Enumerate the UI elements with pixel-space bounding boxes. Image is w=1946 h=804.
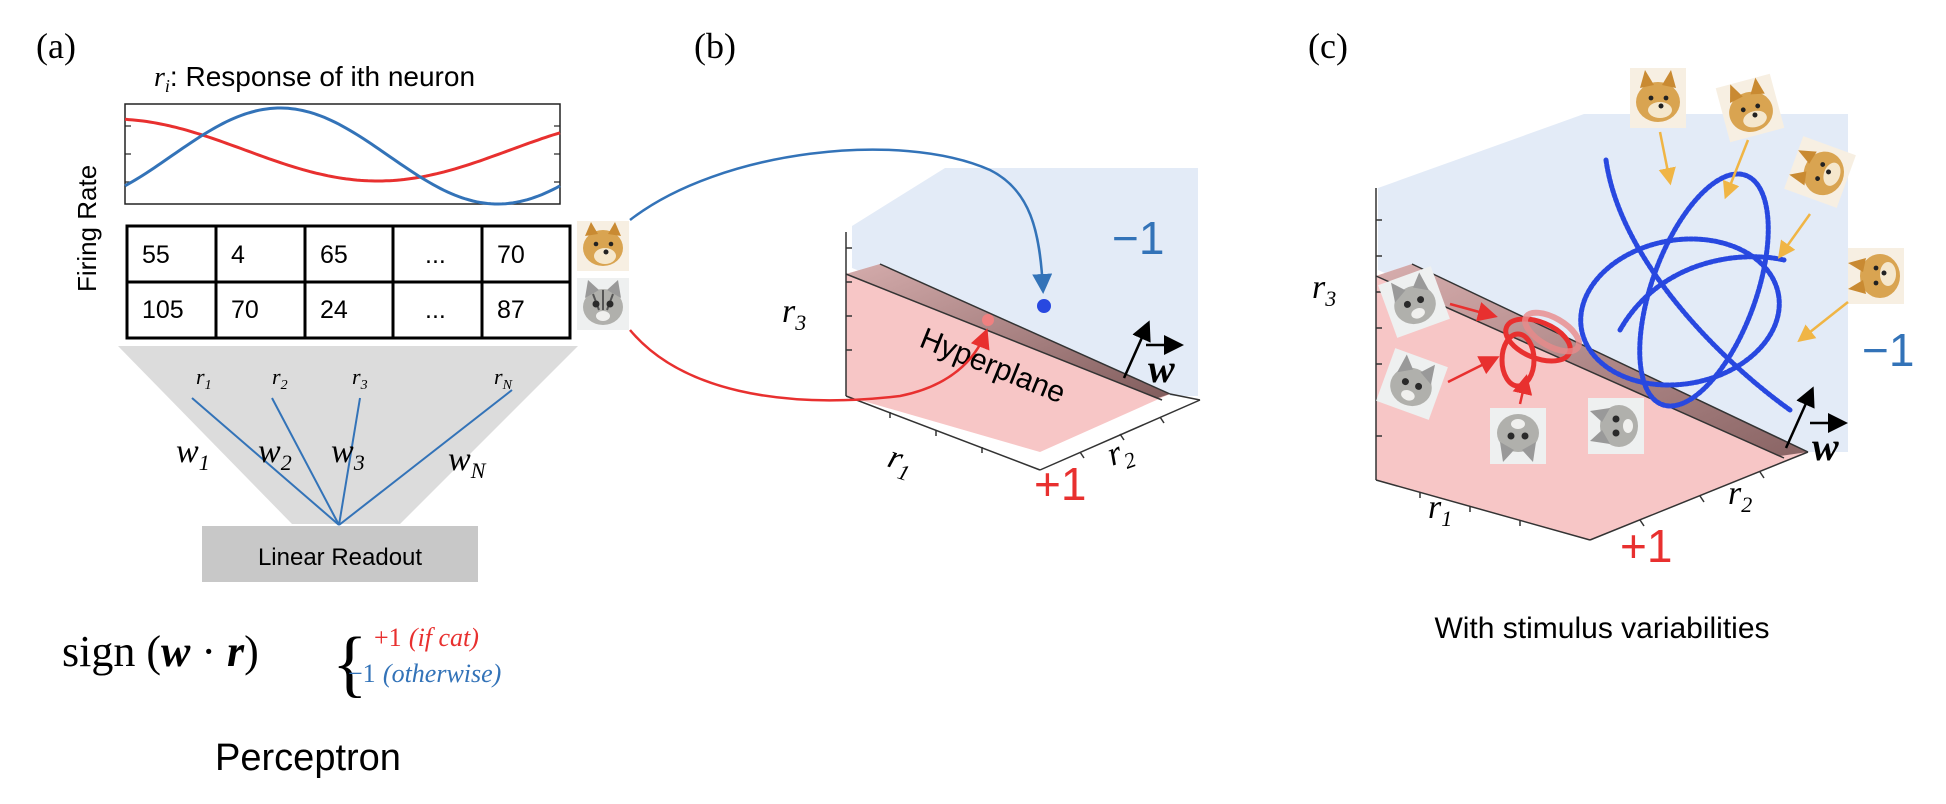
input-label: r1 [196,364,212,393]
weight-label: wN [448,441,487,483]
panel-b-label: (b) [694,26,736,66]
negative-region-plane [852,168,1198,396]
response-caption: : Response of ith neuron [170,61,475,92]
firing-rate-label: Firing Rate [72,165,102,292]
w-vector-label: w [1812,424,1839,469]
input-label: r3 [352,364,368,393]
weight-label: w1 [176,433,210,475]
response-sub: i [165,76,170,96]
positive-label: +1 [1034,458,1086,510]
table-cell: 65 [320,241,348,269]
panel-c-axes [1375,188,1809,541]
dog-image [577,221,629,271]
table-cell: 4 [231,241,245,269]
cat-image [1490,408,1546,464]
cat-arrows [1447,302,1533,405]
table-cell: 70 [497,241,525,269]
cat-data-point [982,314,994,326]
dog-data-point [1037,299,1051,313]
response-table: 55 4 65 ... 70 105 70 24 ... 87 [125,224,572,340]
dog-image [1630,68,1686,128]
dog-manifold [1578,157,1793,413]
table-cell: 87 [497,296,525,324]
panel-a-label: (a) [36,26,76,66]
perceptron-title: Perceptron [215,737,401,779]
negative-label: −1 [1112,212,1164,264]
axis-r3-label: r3 [782,293,806,335]
table-cell: 105 [142,296,184,324]
cat-image [577,278,629,330]
formula-case-negative: −1 (otherwise) [348,658,501,688]
table-cell: 70 [231,296,259,324]
dog-arrows [1658,131,1849,343]
dog-image [1715,73,1785,143]
axis-r1-label: r1 [1428,489,1452,531]
input-label: rN [494,364,513,393]
w-arrow [1784,386,1815,449]
dog-mapping-arrow [629,148,1053,294]
cat-image [1588,398,1644,454]
dog-image [1784,136,1856,208]
weight-lines [191,389,513,526]
table-cell: 55 [142,241,170,269]
axis-r2-label: r2 [1728,475,1752,517]
readout-fan [118,346,578,524]
weight-label: w3 [331,433,365,475]
positive-region-plane [846,264,1170,452]
response-title: ri: Response of ith neuron [154,61,475,96]
dog-image [1848,248,1904,304]
response-var: r [154,62,165,93]
formula-case-positive: +1 (if cat) [374,622,479,652]
panel-c-caption: With stimulus variabilities [1434,612,1769,645]
table-cell: ... [425,296,446,324]
sign-formula: sign (w · r) [62,627,259,676]
cat-manifold [1499,309,1582,389]
cat-image [1376,348,1448,420]
axis-r2-label: r2 [1102,430,1139,478]
input-label: r2 [272,364,288,393]
firing-rate-plot [124,103,561,205]
table-cell: ... [425,241,446,269]
red-response-curve [124,117,561,183]
table-cell: 24 [320,296,348,324]
linear-readout-label: Linear Readout [258,544,422,571]
formula-brace: { [332,623,368,705]
w-arrow [1122,320,1151,379]
panel-b-axes [845,232,1201,471]
positive-label: +1 [1620,520,1672,572]
cat-mapping-arrow [629,328,990,402]
hyperplane [846,264,1170,398]
negative-label: −1 [1862,324,1914,376]
weight-label: w2 [258,433,292,475]
axis-r1-label: r1 [882,438,918,485]
w-vector-label: w [1148,346,1175,391]
panel-c-label: (c) [1308,26,1348,66]
cat-image [1378,266,1450,338]
blue-response-curve [124,106,561,206]
linear-readout-box [202,526,478,582]
axis-r3-label: r3 [1312,269,1336,311]
